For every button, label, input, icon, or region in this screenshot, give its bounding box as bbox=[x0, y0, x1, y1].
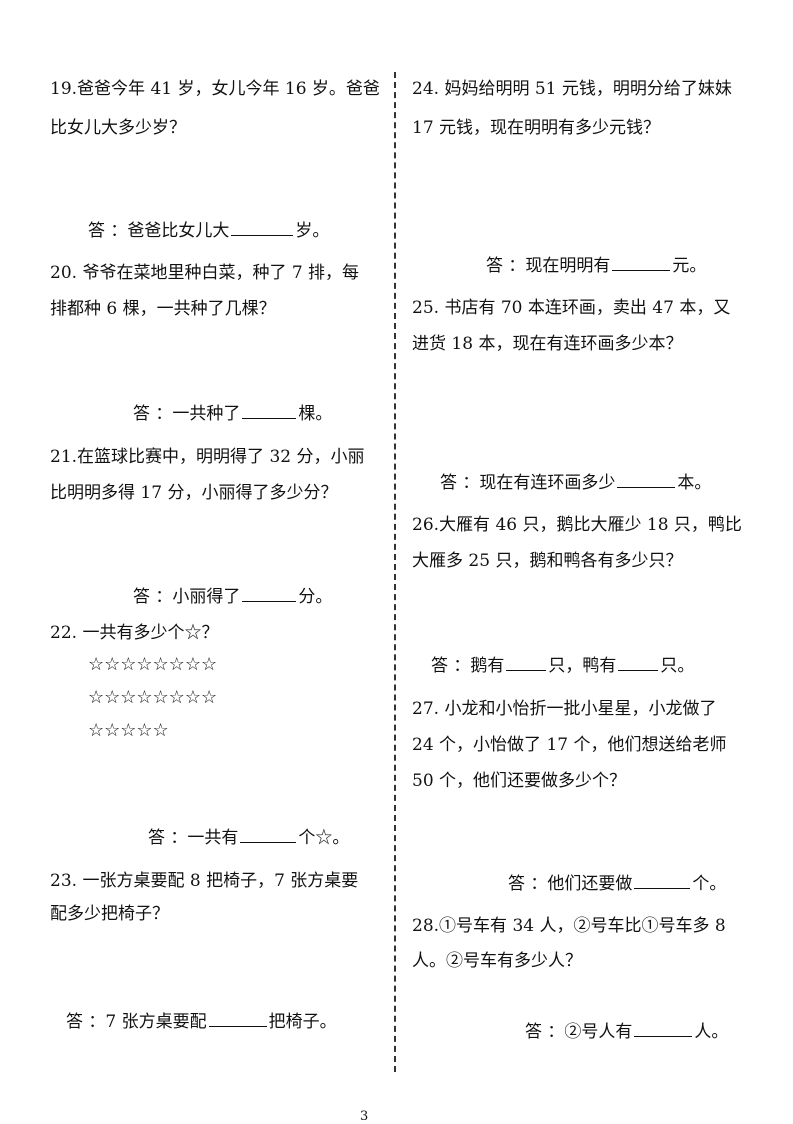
question-22-line-1: 22. 一共有多少个☆？ bbox=[50, 623, 219, 643]
answer-20-blank[interactable] bbox=[242, 402, 297, 419]
answer-26-suffix: 只。 bbox=[660, 656, 695, 676]
answer-26-blank-duck[interactable] bbox=[618, 654, 659, 671]
question-27-line-1: 27. 小龙和小怡折一批小星星，小龙做了 bbox=[412, 699, 717, 719]
answer-21-prefix: 答 ：小丽得了 bbox=[133, 587, 241, 607]
question-24-line-1: 24. 妈妈给明明 51 元钱，明明分给了妹妹 bbox=[412, 79, 732, 99]
answer-28-prefix: 答 ：②号人有 bbox=[525, 1022, 633, 1042]
answer-20-suffix: 棵。 bbox=[298, 404, 333, 424]
answer-22-prefix: 答 ：一共有 bbox=[148, 828, 239, 848]
question-25-line-2: 进货 18 本，现在有连环画多少本？ bbox=[412, 334, 683, 354]
answer-21: 答 ：小丽得了 分。 bbox=[133, 585, 332, 608]
stars-row-2: ☆☆☆☆☆☆☆☆ bbox=[88, 687, 218, 708]
answer-19-blank[interactable] bbox=[231, 219, 294, 236]
question-26-line-1: 26.大雁有 46 只，鹅比大雁少 18 只，鸭比 bbox=[412, 515, 742, 535]
answer-27-prefix: 答 ：他们还要做 bbox=[508, 874, 633, 894]
question-24-line-2: 17 元钱，现在明明有多少元钱？ bbox=[412, 118, 661, 138]
answer-19: 答 ：爸爸比女儿大 岁。 bbox=[88, 219, 329, 242]
answer-19-prefix: 答 ：爸爸比女儿大 bbox=[88, 221, 230, 241]
answer-21-blank[interactable] bbox=[242, 585, 297, 602]
question-27-line-3: 50 个，他们还要做多少个？ bbox=[412, 771, 627, 791]
question-20-line-2: 排都种 6 棵，一共种了几棵？ bbox=[50, 299, 276, 319]
answer-24-blank[interactable] bbox=[612, 254, 671, 271]
question-20-line-1: 20. 爷爷在菜地里种白菜，种了 7 排，每 bbox=[50, 263, 360, 283]
answer-23: 答 ：7 张方桌要配 把椅子。 bbox=[66, 1010, 337, 1033]
question-26-line-2: 大雁多 25 只，鹅和鸭各有多少只？ bbox=[412, 551, 683, 571]
answer-27-blank[interactable] bbox=[634, 872, 691, 889]
answer-25: 答 ：现在有连环画多少 本。 bbox=[440, 471, 711, 494]
answer-28: 答 ：②号人有 人。 bbox=[525, 1020, 728, 1043]
answer-25-prefix: 答 ：现在有连环画多少 bbox=[440, 473, 616, 493]
answer-20-prefix: 答 ：一共种了 bbox=[133, 404, 241, 424]
answer-24: 答 ：现在明明有 元。 bbox=[486, 254, 706, 277]
column-divider bbox=[394, 72, 396, 1072]
question-28-line-2: 人。②号车有多少人？ bbox=[412, 951, 582, 971]
answer-23-prefix: 答 ：7 张方桌要配 bbox=[66, 1012, 207, 1032]
question-23-line-2: 配多少把椅子？ bbox=[50, 904, 169, 924]
answer-26: 答 ：鹅有 只，鸭有 只。 bbox=[431, 654, 694, 677]
answer-24-prefix: 答 ：现在明明有 bbox=[486, 256, 611, 276]
question-21-line-2: 比明明多得 17 分，小丽得了多少分？ bbox=[50, 483, 338, 503]
answer-22: 答 ：一共有 个☆。 bbox=[148, 826, 349, 849]
page-number: 3 bbox=[360, 1109, 369, 1124]
answer-20: 答 ：一共种了 棵。 bbox=[133, 402, 332, 425]
question-28-line-1: 28.①号车有 34 人，②号车比①号车多 8 bbox=[412, 916, 726, 936]
question-25-line-1: 25. 书店有 70 本连环画，卖出 47 本，又 bbox=[412, 298, 731, 318]
answer-26-prefix: 答 ：鹅有 bbox=[431, 656, 505, 676]
answer-22-suffix: 个☆。 bbox=[298, 828, 350, 848]
answer-22-blank[interactable] bbox=[240, 826, 297, 843]
answer-21-suffix: 分。 bbox=[298, 587, 333, 607]
answer-23-suffix: 把椅子。 bbox=[268, 1012, 337, 1032]
answer-27-suffix: 个。 bbox=[692, 874, 727, 894]
answer-26-blank-goose[interactable] bbox=[506, 654, 547, 671]
answer-26-middle: 只，鸭有 bbox=[548, 656, 617, 676]
stars-row-3: ☆☆☆☆☆ bbox=[88, 720, 169, 741]
answer-19-suffix: 岁。 bbox=[295, 221, 330, 241]
question-27-line-2: 24 个，小怡做了 17 个，他们想送给老师 bbox=[412, 735, 727, 755]
question-21-line-1: 21.在篮球比赛中，明明得了 32 分，小丽 bbox=[50, 447, 365, 467]
answer-28-blank[interactable] bbox=[634, 1020, 693, 1037]
question-19-line-1: 19.爸爸今年 41 岁，女儿今年 16 岁。爸爸 bbox=[50, 79, 380, 99]
answer-25-blank[interactable] bbox=[617, 471, 676, 488]
question-19-line-2: 比女儿大多少岁？ bbox=[50, 118, 186, 138]
answer-25-suffix: 本。 bbox=[677, 473, 712, 493]
question-23-line-1: 23. 一张方桌要配 8 把椅子，7 张方桌要 bbox=[50, 871, 359, 891]
answer-27: 答 ：他们还要做 个。 bbox=[508, 872, 726, 895]
answer-24-suffix: 元。 bbox=[672, 256, 707, 276]
stars-row-1: ☆☆☆☆☆☆☆☆ bbox=[88, 654, 218, 675]
answer-23-blank[interactable] bbox=[208, 1010, 267, 1027]
answer-28-suffix: 人。 bbox=[694, 1022, 729, 1042]
